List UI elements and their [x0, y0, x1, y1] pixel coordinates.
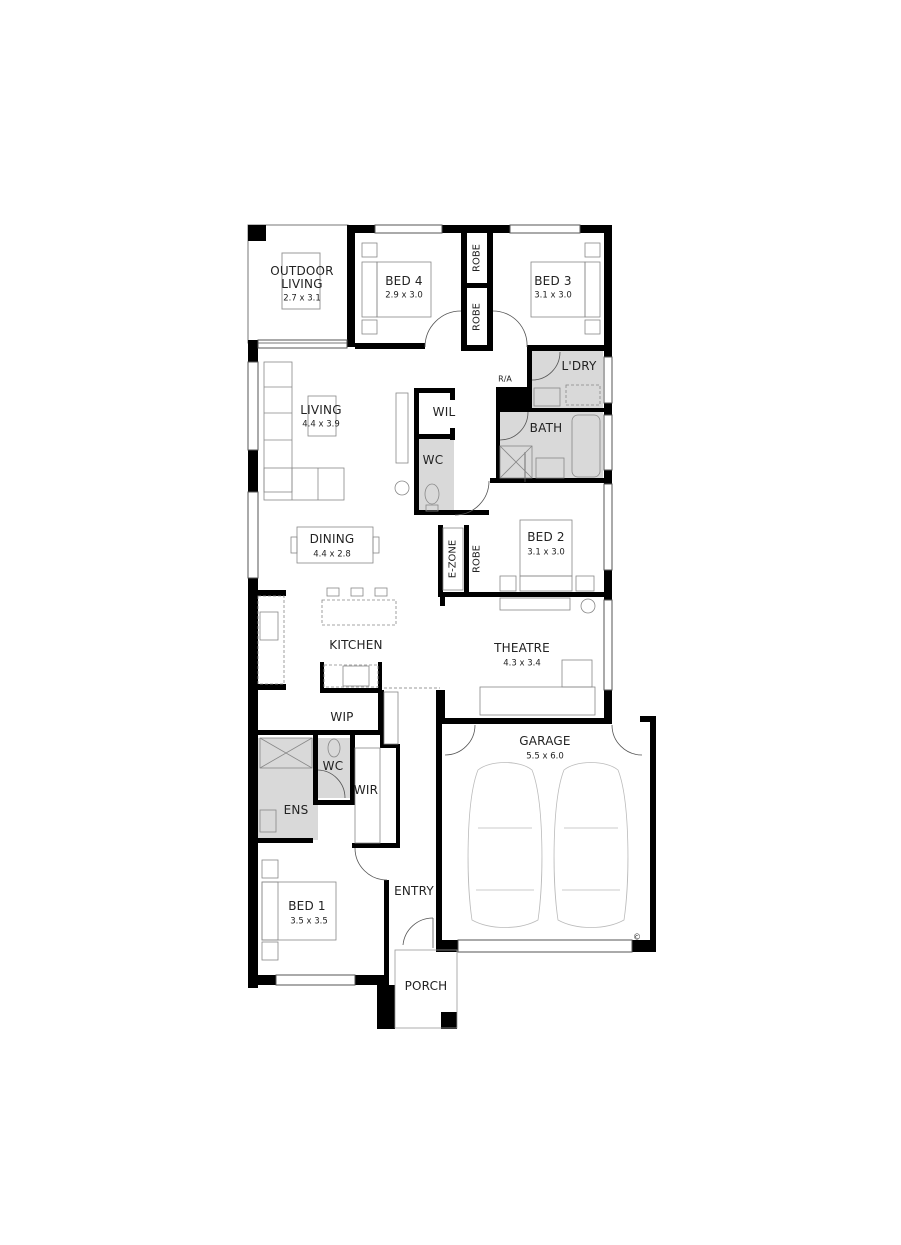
bath-label: BATH — [529, 421, 563, 435]
car-icons — [467, 762, 629, 928]
porch-label: PORCH — [404, 979, 448, 993]
ens-label: ENS — [283, 803, 309, 817]
outdoor-living-label-line2: LIVING — [281, 277, 323, 291]
bed3-dims: 3.1 x 3.0 — [534, 290, 572, 301]
outdoor-living-dims: 2.7 x 3.1 — [283, 293, 321, 304]
robe-bed2-label: ROBE — [471, 545, 483, 573]
copyright-icon: © — [633, 932, 641, 942]
door-swings — [317, 310, 643, 948]
garage-label: GARAGE — [519, 734, 571, 748]
bed3-label: BED 3 — [534, 274, 572, 288]
living-dims: 4.4 x 3.9 — [302, 419, 340, 430]
living-label: LIVING — [300, 403, 342, 417]
ra-label: R/A — [498, 374, 512, 384]
bed4-dims: 2.9 x 3.0 — [385, 290, 423, 301]
dining-dims: 4.4 x 2.8 — [313, 549, 351, 560]
bed4-label: BED 4 — [385, 274, 423, 288]
windows — [247, 224, 633, 986]
dining-label: DINING — [309, 532, 355, 546]
wet-areas — [258, 350, 603, 840]
wc-ens-label: WC — [322, 759, 344, 773]
bed2-label: BED 2 — [527, 530, 565, 544]
theatre-dims: 4.3 x 3.4 — [503, 658, 541, 669]
robe-bed3-label: ROBE — [471, 303, 483, 331]
laundry-label: L'DRY — [561, 359, 597, 373]
ezone-label: E-ZONE — [447, 539, 459, 579]
wir-label: WIR — [353, 783, 379, 797]
robe-bed4-label: ROBE — [471, 244, 483, 272]
theatre-label: THEATRE — [494, 641, 550, 655]
wc-main-label: WC — [422, 453, 444, 467]
bed2-dims: 3.1 x 3.0 — [527, 547, 565, 558]
walls — [248, 225, 656, 1029]
garage-dims: 5.5 x 6.0 — [526, 751, 564, 762]
bed1-dims: 3.5 x 3.5 — [290, 916, 328, 927]
entry-label: ENTRY — [394, 884, 434, 898]
kitchen-label: KITCHEN — [329, 638, 383, 652]
outdoor-living-label: OUTDOOR — [270, 264, 334, 278]
wil-label: WIL — [432, 405, 456, 419]
furniture — [257, 242, 601, 1029]
wip-label: WIP — [330, 710, 354, 724]
bed1-label: BED 1 — [288, 899, 326, 913]
